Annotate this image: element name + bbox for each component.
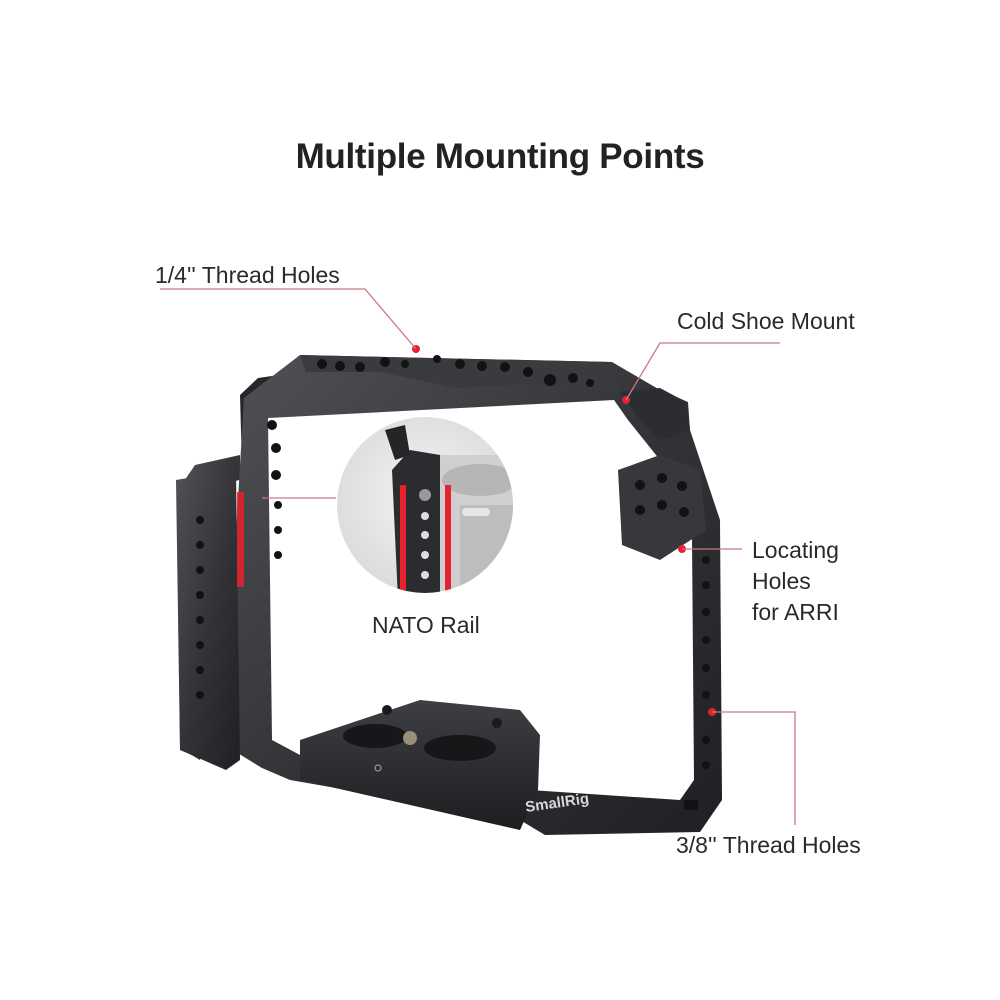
- leader-quarter-thread: [160, 288, 417, 350]
- callout-locating-line-3: for ARRI: [752, 599, 839, 625]
- page-title: Multiple Mounting Points: [295, 137, 705, 176]
- mounting-screw: [403, 731, 417, 745]
- callout-three-eighths-thread-holes: 3/8'' Thread Holes: [676, 832, 861, 858]
- leader-three-eighths: [712, 711, 796, 825]
- callout-locating-holes: Locating Holes for ARRI: [752, 535, 839, 628]
- callout-cold-shoe-mount: Cold Shoe Mount: [677, 308, 855, 334]
- nato-rail-highlight: [237, 492, 244, 587]
- nato-rail-inset: [337, 417, 513, 593]
- rubber-pad-left: [343, 724, 407, 748]
- callout-locating-line-2: Holes: [752, 568, 811, 594]
- left-side-holes: [196, 420, 282, 699]
- callout-quarter-thread-holes: 1/4'' Thread Holes: [155, 262, 340, 288]
- callout-locating-line-1: Locating: [752, 537, 839, 563]
- leader-cold-shoe: [625, 342, 780, 401]
- rubber-pad-right: [424, 735, 496, 761]
- top-thread-holes: [317, 355, 594, 387]
- callout-nato-rail: NATO Rail: [372, 612, 480, 638]
- base-plate: [300, 700, 540, 830]
- callout-leaders: [160, 288, 796, 825]
- right-side-holes: [635, 473, 710, 810]
